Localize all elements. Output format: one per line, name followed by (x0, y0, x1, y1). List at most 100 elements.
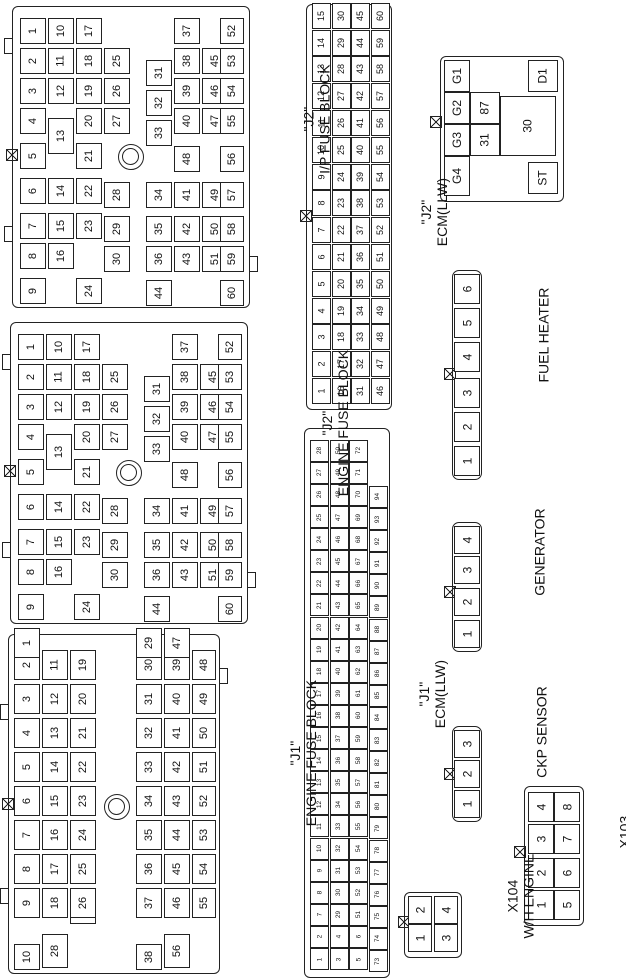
pin-number: 8 (27, 252, 39, 260)
pin: 78 (368, 839, 388, 862)
pin: 5 (18, 459, 44, 485)
pin-number: 43 (355, 64, 366, 75)
pin: 5 (349, 948, 368, 970)
pin-number: 93 (374, 515, 382, 523)
pin-number: 57 (354, 778, 362, 786)
pin-number: 3 (439, 934, 453, 942)
pin: 16 (48, 243, 74, 269)
pin-number: 54 (354, 844, 362, 853)
pin: 55 (192, 888, 216, 918)
pin-number: 6 (560, 869, 574, 877)
pin: 36 (351, 244, 370, 270)
pin: 44 (144, 596, 170, 622)
pin: 35 (351, 270, 370, 297)
pin: 31 (136, 684, 162, 714)
pin-number: 52 (226, 24, 238, 38)
pin: 23 (76, 213, 102, 239)
pin: 15 (310, 727, 329, 749)
pin: 26 (102, 394, 128, 420)
pin: 41 (164, 718, 190, 748)
pin-number: 3 (534, 835, 548, 843)
pin-number: 8 (316, 200, 327, 206)
pin-number: 89 (374, 603, 382, 612)
pin: 22 (74, 494, 100, 520)
pin: 90 (368, 574, 388, 597)
pin: 32 (351, 351, 370, 378)
pin: 12 (48, 78, 74, 104)
pin: 1 (312, 378, 331, 404)
pin: 3 (20, 78, 46, 104)
pin-number: 39 (181, 84, 193, 98)
pin-number: 45 (335, 557, 343, 565)
pin-number: 20 (81, 430, 93, 444)
pin-number: 36 (335, 756, 343, 764)
pin: 21 (310, 594, 329, 617)
pin: 56 (220, 146, 244, 172)
pin-number: 4 (439, 906, 453, 914)
pin: 12 (310, 793, 329, 816)
pin-number: 27 (111, 114, 123, 128)
pin: 36 (144, 562, 170, 588)
label: X103W/H ENGINE (616, 789, 626, 874)
pin: 44 (164, 820, 190, 850)
pin-number: 25 (77, 862, 89, 876)
pin-number: 18 (315, 668, 323, 676)
pin: 52 (370, 217, 390, 244)
pin: 4 (454, 526, 480, 554)
pin-number: 37 (355, 225, 366, 236)
pin-number: 31 (355, 385, 366, 397)
pin-number: 88 (374, 625, 382, 634)
pin: 29 (136, 628, 162, 658)
pin-number: 59 (226, 252, 238, 266)
pin: 72 (349, 439, 368, 462)
pin: ST (528, 162, 558, 194)
pin-number: 3 (460, 566, 474, 574)
pin: 6 (20, 178, 46, 204)
pin: 33 (146, 120, 172, 146)
pin: 32 (146, 90, 172, 116)
pin: 28 (102, 498, 128, 524)
pin-number: 16 (55, 249, 67, 263)
pin-number: 23 (335, 198, 346, 209)
pin-number: G3 (449, 131, 464, 149)
pin: 77 (368, 861, 388, 884)
pin: 66 (349, 572, 368, 595)
pin: 44 (146, 280, 172, 306)
pin-number: 94 (374, 493, 382, 501)
pin-number: 67 (354, 557, 362, 565)
pin-number: 22 (315, 579, 323, 587)
pin-number: 39 (355, 171, 366, 182)
pin: 15 (48, 213, 74, 239)
pin-number: 30 (335, 10, 346, 21)
pin: 28 (42, 934, 68, 968)
pin-number: 7 (560, 835, 574, 843)
pin: 3 (14, 684, 40, 714)
pin-number: 1 (460, 457, 474, 465)
pin-number: 39 (171, 658, 183, 672)
pin: 14 (42, 752, 68, 782)
pin-number: 23 (315, 557, 323, 565)
pin-number: 15 (49, 794, 61, 808)
pin-number: 19 (83, 84, 95, 98)
pin: 3 (454, 556, 480, 584)
pin-number: 3 (316, 334, 327, 340)
pin-number: 38 (355, 198, 366, 209)
pin: 48 (329, 483, 349, 506)
pin: 38 (351, 190, 370, 217)
pin: 11 (42, 650, 68, 680)
pin-number: 70 (354, 491, 362, 499)
pin-number: 7 (316, 912, 323, 917)
pin: 75 (368, 905, 388, 928)
pin-number: 38 (335, 712, 343, 720)
pin: G4 (444, 156, 470, 196)
pin: 7 (554, 824, 580, 854)
pin: 27 (310, 461, 329, 484)
pin-number: 10 (315, 844, 323, 853)
pin-number: 62 (354, 668, 362, 676)
label: FUEL HEATER (535, 287, 552, 383)
pin: 7 (312, 217, 331, 244)
pin-number: 52 (354, 889, 362, 897)
pin-number: 92 (374, 537, 382, 545)
pin: 3 (434, 924, 458, 952)
pin: 39 (351, 163, 370, 190)
